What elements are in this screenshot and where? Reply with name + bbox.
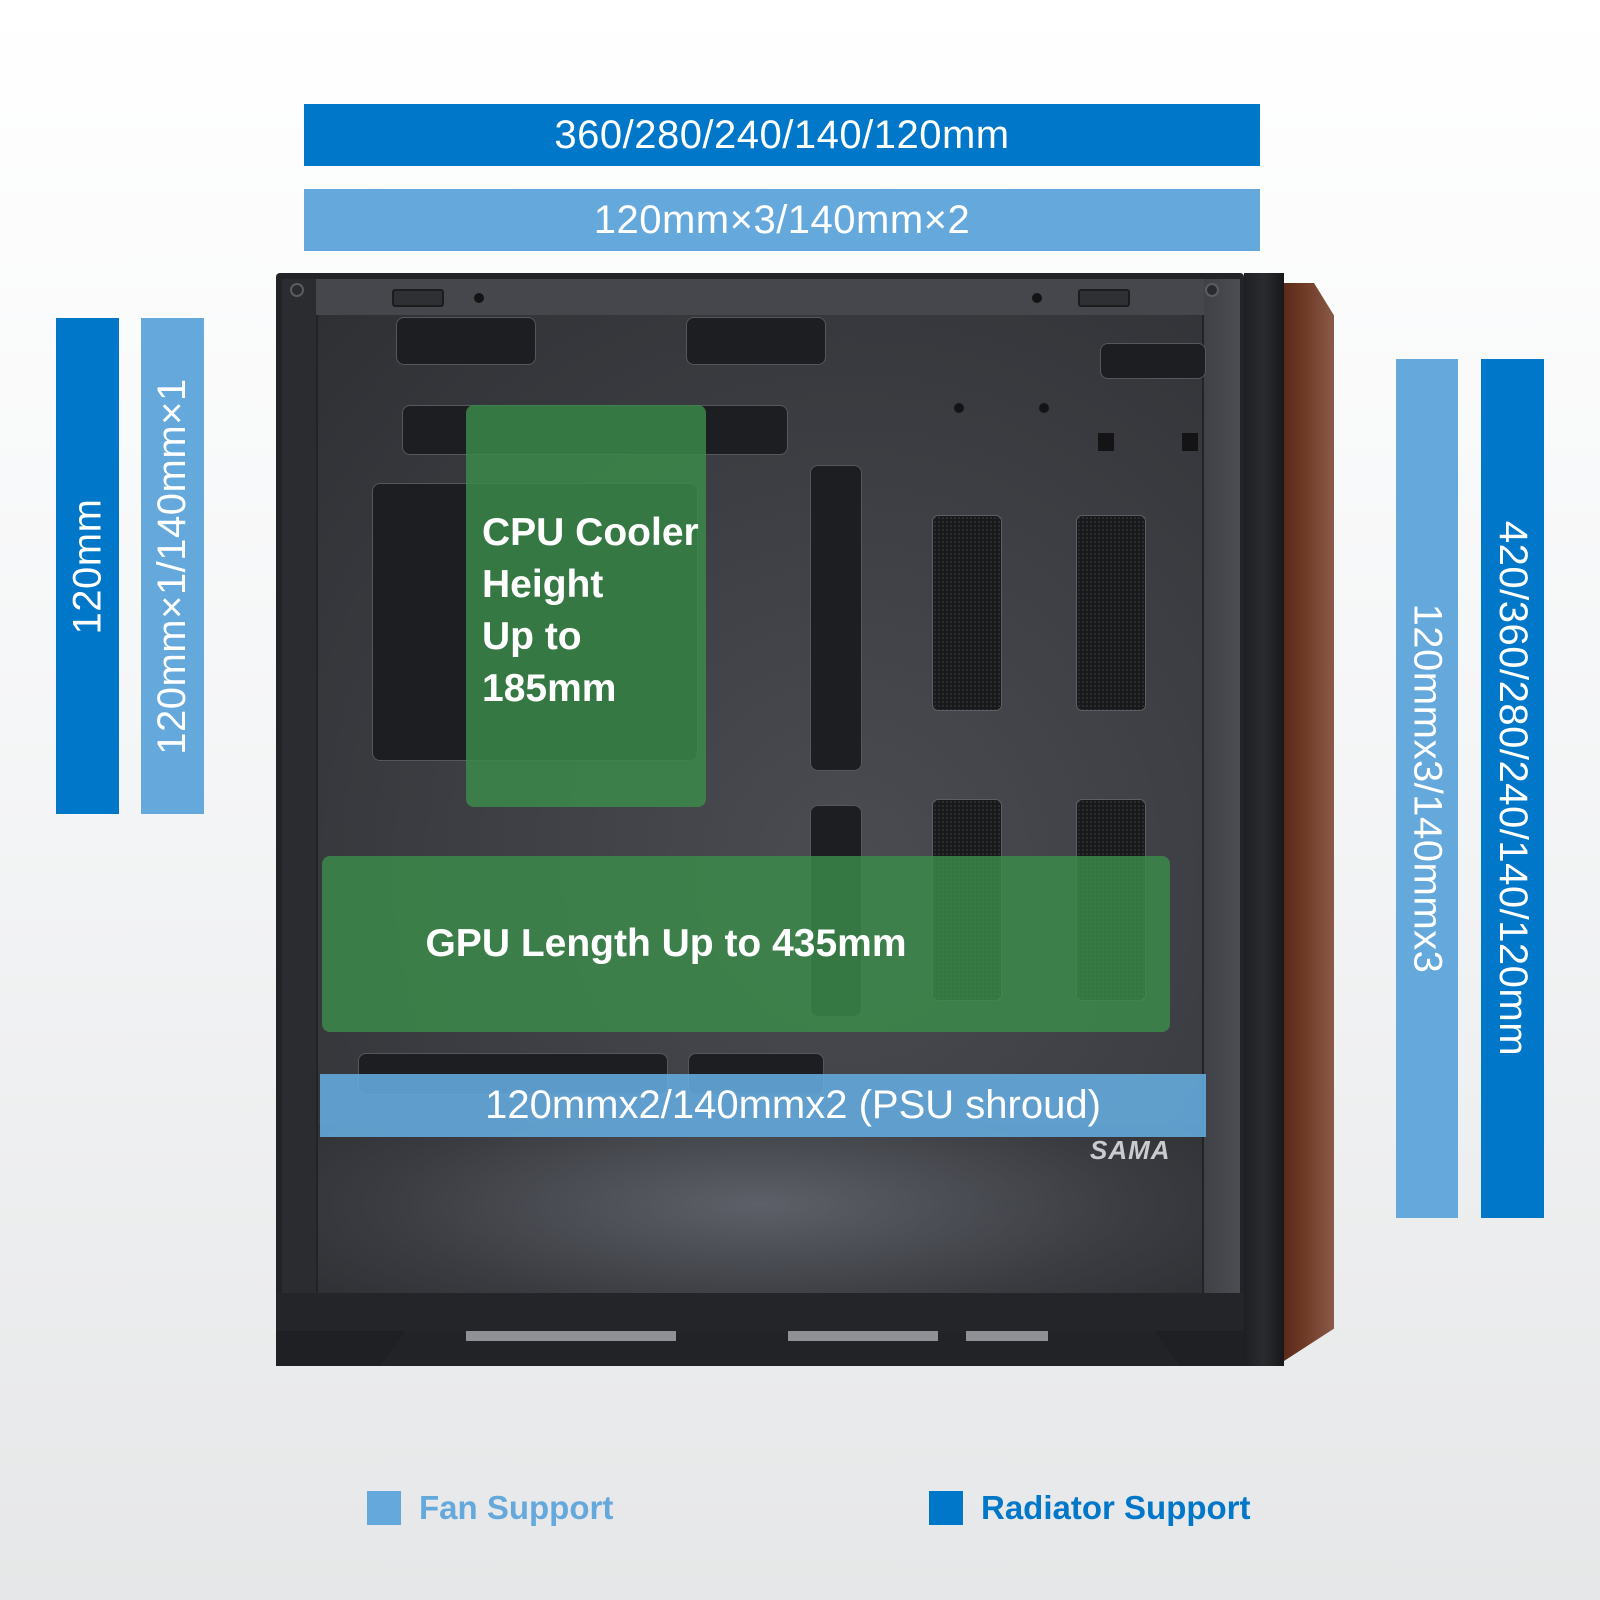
top-radiator-label: 360/280/240/140/120mm [554,112,1010,157]
mount-hole [1032,293,1042,303]
wood-side-panel [1284,283,1334,1361]
cable-grommet [810,465,862,771]
gpu-length-label: GPU Length Up to 435mm [425,922,907,965]
mount-hole [1039,403,1049,413]
cpu-cooler-line: Height [482,563,604,606]
legend-label: Radiator Support [981,1489,1251,1526]
mount-slot [1098,433,1114,451]
front-fan-support-bar: 120mmx3/140mmx3 [1396,359,1458,1218]
cpu-cooler-line: 185mm [482,667,617,710]
bottom-fan-label: 120mmx2/140mmx2 (PSU shroud) [485,1083,1101,1127]
rear-fan-support-bar: 120mm×1/140mm×1 [141,318,204,814]
top-fan-support-bar: 120mm×3/140mm×2 [304,189,1260,251]
gpu-length-clearance-zone: GPU Length Up to 435mm [322,856,1170,1032]
bottom-vent [466,1331,676,1341]
cable-cutout [396,317,536,365]
fan-support-swatch [367,1491,401,1525]
legend-label: Fan Support [419,1489,614,1526]
cable-cutout [1100,343,1206,379]
screw-icon [1205,283,1219,297]
brand-logo: SAMA [1090,1135,1171,1165]
case-top-rail [316,279,1204,315]
rear-radiator-support-bar: 120mm [56,318,119,814]
psu-shroud [318,1125,1202,1325]
case-foot-left [276,1331,406,1366]
thumbscrew-icon [1078,289,1130,307]
bottom-fan-support-bar: 120mmx2/140mmx2 (PSU shroud) [320,1074,1206,1137]
rear-radiator-label: 120mm [65,498,110,634]
front-fan-label: 120mmx3/140mmx3 [1405,603,1450,974]
screw-icon [290,283,304,297]
case-rear-rail [282,279,316,1329]
pc-case-illustration: SAMA [276,273,1284,1366]
front-radiator-support-bar: 420/360/280/240/140/120mm [1481,359,1544,1218]
legend-item-fan: Fan Support [367,1489,613,1527]
cpu-cooler-label: CPU Cooler Height Up to 185mm [482,507,699,715]
bottom-vent [966,1331,1048,1341]
mesh-panel [1076,515,1146,711]
thumbscrew-icon [392,289,444,307]
case-front-rail [1204,279,1240,1329]
mount-hole [954,403,964,413]
top-fan-label: 120mm×3/140mm×2 [593,197,971,242]
mount-hole [474,293,484,303]
mount-slot [1182,433,1198,451]
rear-fan-label: 120mm×1/140mm×1 [150,377,194,755]
bottom-vent [788,1331,938,1341]
cpu-cooler-clearance-zone: CPU Cooler Height Up to 185mm [466,405,706,807]
top-radiator-support-bar: 360/280/240/140/120mm [304,104,1260,166]
front-radiator-label: 420/360/280/240/140/120mm [1491,520,1536,1057]
mesh-panel [932,515,1002,711]
cpu-cooler-line: Up to [482,615,582,658]
case-bottom-rail [276,1293,1244,1333]
front-panel-edge [1244,273,1284,1366]
radiator-support-swatch [929,1491,963,1525]
cable-cutout [686,317,826,365]
cpu-cooler-line: CPU Cooler [482,511,699,554]
legend-item-radiator: Radiator Support [929,1489,1251,1527]
